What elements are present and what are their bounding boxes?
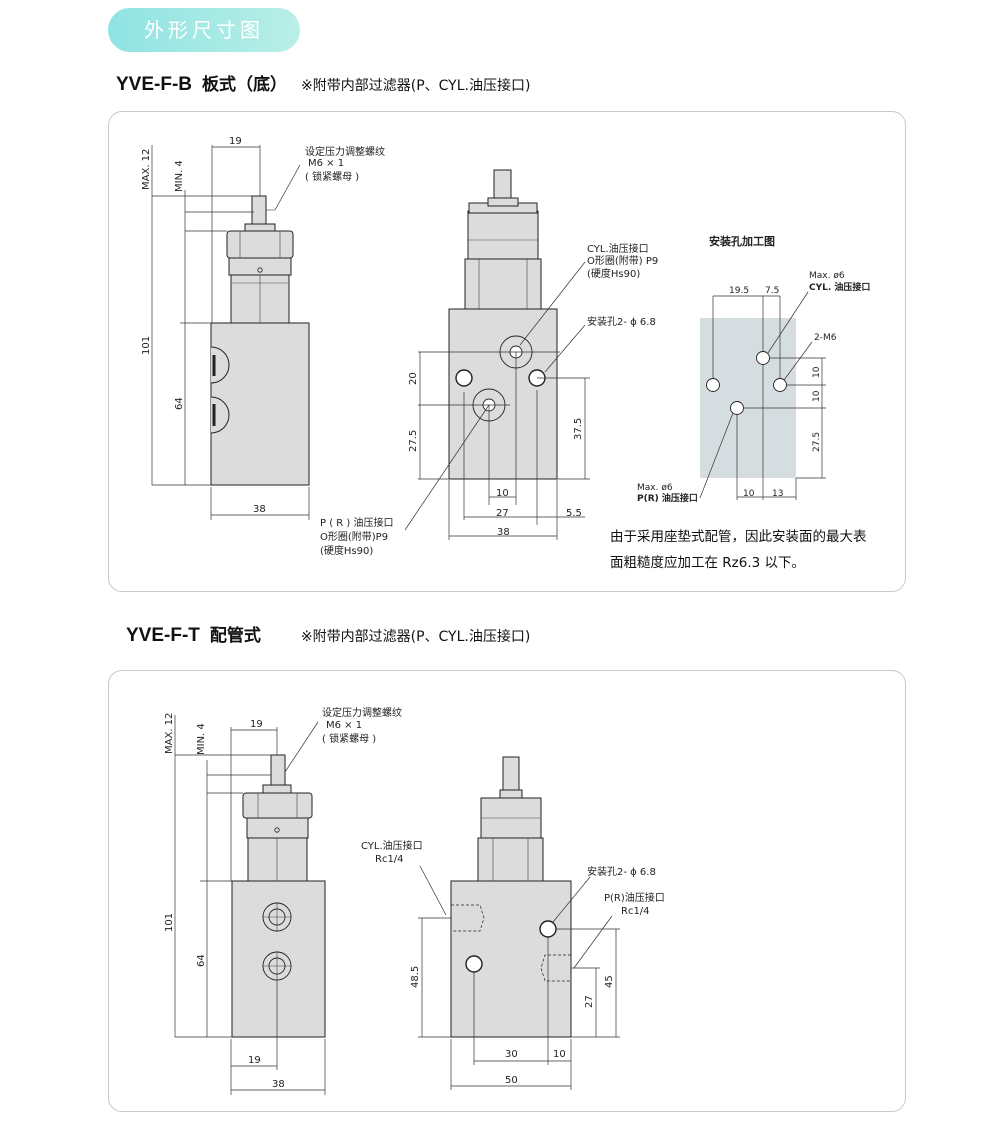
model-note: ※附带内部过滤器(P、CYL.油压接口) <box>300 629 531 645</box>
label-text: CYL.油压接口 <box>361 839 423 852</box>
section-badge: 外形尺寸图 <box>108 8 300 52</box>
label-text: P(R)油压接口 <box>604 891 665 904</box>
lock-nut <box>244 223 276 232</box>
dim-text: 10 <box>553 1049 566 1060</box>
model-note: ※附带内部过滤器(P、CYL.油压接口) <box>301 78 531 94</box>
label-text: 设定压力调整螺纹 <box>305 145 385 158</box>
label-text: Max. ø6 <box>637 483 673 493</box>
hex-nut-lower <box>247 837 308 882</box>
label-text: M6 × 1 <box>308 158 344 169</box>
dim-text: 45 <box>604 975 615 988</box>
dim-text: 5.5 <box>566 508 582 519</box>
dim-text: 7.5 <box>765 286 779 296</box>
dim-text: MAX. 12 <box>141 149 152 190</box>
label-text: ( 锁紧螺母 ) <box>322 732 376 745</box>
dim-text: 13 <box>772 489 783 499</box>
adjust-screw <box>502 756 520 791</box>
dim-text: 19.5 <box>729 286 749 296</box>
label-text: 安装孔2- ϕ 6.8 <box>587 865 656 878</box>
dim-text: 30 <box>505 1049 518 1060</box>
dim-text: 19 <box>250 719 263 730</box>
adjust-screw <box>270 754 286 786</box>
model-name: YVE-F-B <box>116 74 192 95</box>
dim-text: 27.5 <box>408 430 419 452</box>
valve-body <box>448 308 558 480</box>
label-text: Rc1/4 <box>621 906 650 917</box>
dim-text: MAX. 12 <box>164 713 175 754</box>
model-name: YVE-F-T <box>126 625 200 646</box>
dim-text: 20 <box>408 372 419 385</box>
dim-text: 10 <box>812 366 822 378</box>
valve-body <box>231 880 326 1038</box>
hex-nut-lower <box>464 258 542 310</box>
adjust-screw <box>493 169 512 199</box>
label-text: Rc1/4 <box>375 854 404 865</box>
dim-text: 27.5 <box>812 432 822 452</box>
t-side-view: 19 MAX. 12 MIN. 4 101 64 19 38 设定压力调整螺纹 … <box>164 706 402 1095</box>
dim-text: 10 <box>496 488 509 499</box>
label-text: P(R) 油压接口 <box>637 492 698 504</box>
label-text: CYL. 油压接口 <box>809 281 870 293</box>
label-text: (硬度Hs90) <box>320 544 373 557</box>
label-text: (硬度Hs90) <box>587 267 640 280</box>
label-text: ( 锁紧螺母 ) <box>305 170 359 183</box>
dim-text: 38 <box>497 527 510 538</box>
dim-text: 27 <box>496 508 509 519</box>
dim-text: 27 <box>584 995 595 1008</box>
dim-text: 48.5 <box>410 966 421 988</box>
label-text: 设定压力调整螺纹 <box>322 706 402 719</box>
label-text: P ( R ) 油压接口 <box>320 516 394 529</box>
mount-panel-title: 安装孔加工图 <box>709 234 775 248</box>
section-b-title: YVE-F-B 板式（底） ※附带内部过滤器(P、CYL.油压接口) <box>116 70 530 96</box>
dim-text: MIN. 4 <box>196 723 207 755</box>
valve-body <box>210 322 310 486</box>
label-text: O形圈(附带) P9 <box>587 254 658 267</box>
t-front-view: CYL.油压接口 Rc1/4 安装孔2- ϕ 6.8 P(R)油压接口 Rc1/… <box>361 756 665 1090</box>
remark-line: 面粗糙度应加工在 Rz6.3 以下。 <box>610 555 806 571</box>
b-front-view: 20 27.5 37.5 10 27 5.5 38 CYL.油压接口 O形圈(附… <box>320 169 658 557</box>
hex-nut-upper <box>226 230 294 259</box>
mount-plate <box>700 318 796 478</box>
adjust-screw <box>251 195 267 225</box>
dim-text: 50 <box>505 1075 518 1086</box>
hex-nut-lower <box>477 837 544 882</box>
label-text: O形圈(附带)P9 <box>320 530 388 543</box>
dim-text: 64 <box>196 954 207 967</box>
label-text: Max. ø6 <box>809 271 845 281</box>
remark-line: 由于采用座垫式配管，因此安装面的最大表 <box>610 529 867 545</box>
b-mount-panel: 安装孔加工图 Max. ø6 CYL. 油压接口 2-M6 Max. ø6 P(… <box>637 234 870 504</box>
model-kind: 板式（底） <box>202 75 287 95</box>
label-text: 安装孔2- ϕ 6.8 <box>587 315 656 328</box>
dim-text: 10 <box>812 390 822 402</box>
dim-text: 38 <box>272 1079 285 1090</box>
dim-text: 64 <box>174 397 185 410</box>
lock-nut <box>262 784 292 794</box>
badge-label: 外形尺寸图 <box>144 18 264 42</box>
collar <box>467 210 539 260</box>
dim-text: MIN. 4 <box>174 160 185 192</box>
label-text: M6 × 1 <box>326 720 362 731</box>
dim-text: 101 <box>141 336 152 355</box>
label-text: 2-M6 <box>814 333 837 343</box>
dim-text: 19 <box>248 1055 261 1066</box>
dim-text: 101 <box>164 913 175 932</box>
lock-nut <box>487 197 519 207</box>
label-text: CYL.油压接口 <box>587 242 649 255</box>
model-kind: 配管式 <box>209 626 261 646</box>
dim-text: 10 <box>743 489 755 499</box>
dim-text: 19 <box>229 136 242 147</box>
dim-text: 37.5 <box>573 418 584 440</box>
lock-nut <box>499 789 523 799</box>
section-t-title: YVE-F-T 配管式 ※附带内部过滤器(P、CYL.油压接口) <box>126 621 530 647</box>
hex-nut-upper <box>242 792 313 819</box>
surface-remark: 由于采用座垫式配管，因此安装面的最大表 面粗糙度应加工在 Rz6.3 以下。 <box>610 524 867 576</box>
b-side-view: 19 MAX. 12 MIN. 4 101 64 38 设定压力调整螺纹 M6 … <box>141 136 385 520</box>
dim-text: 38 <box>253 504 266 515</box>
